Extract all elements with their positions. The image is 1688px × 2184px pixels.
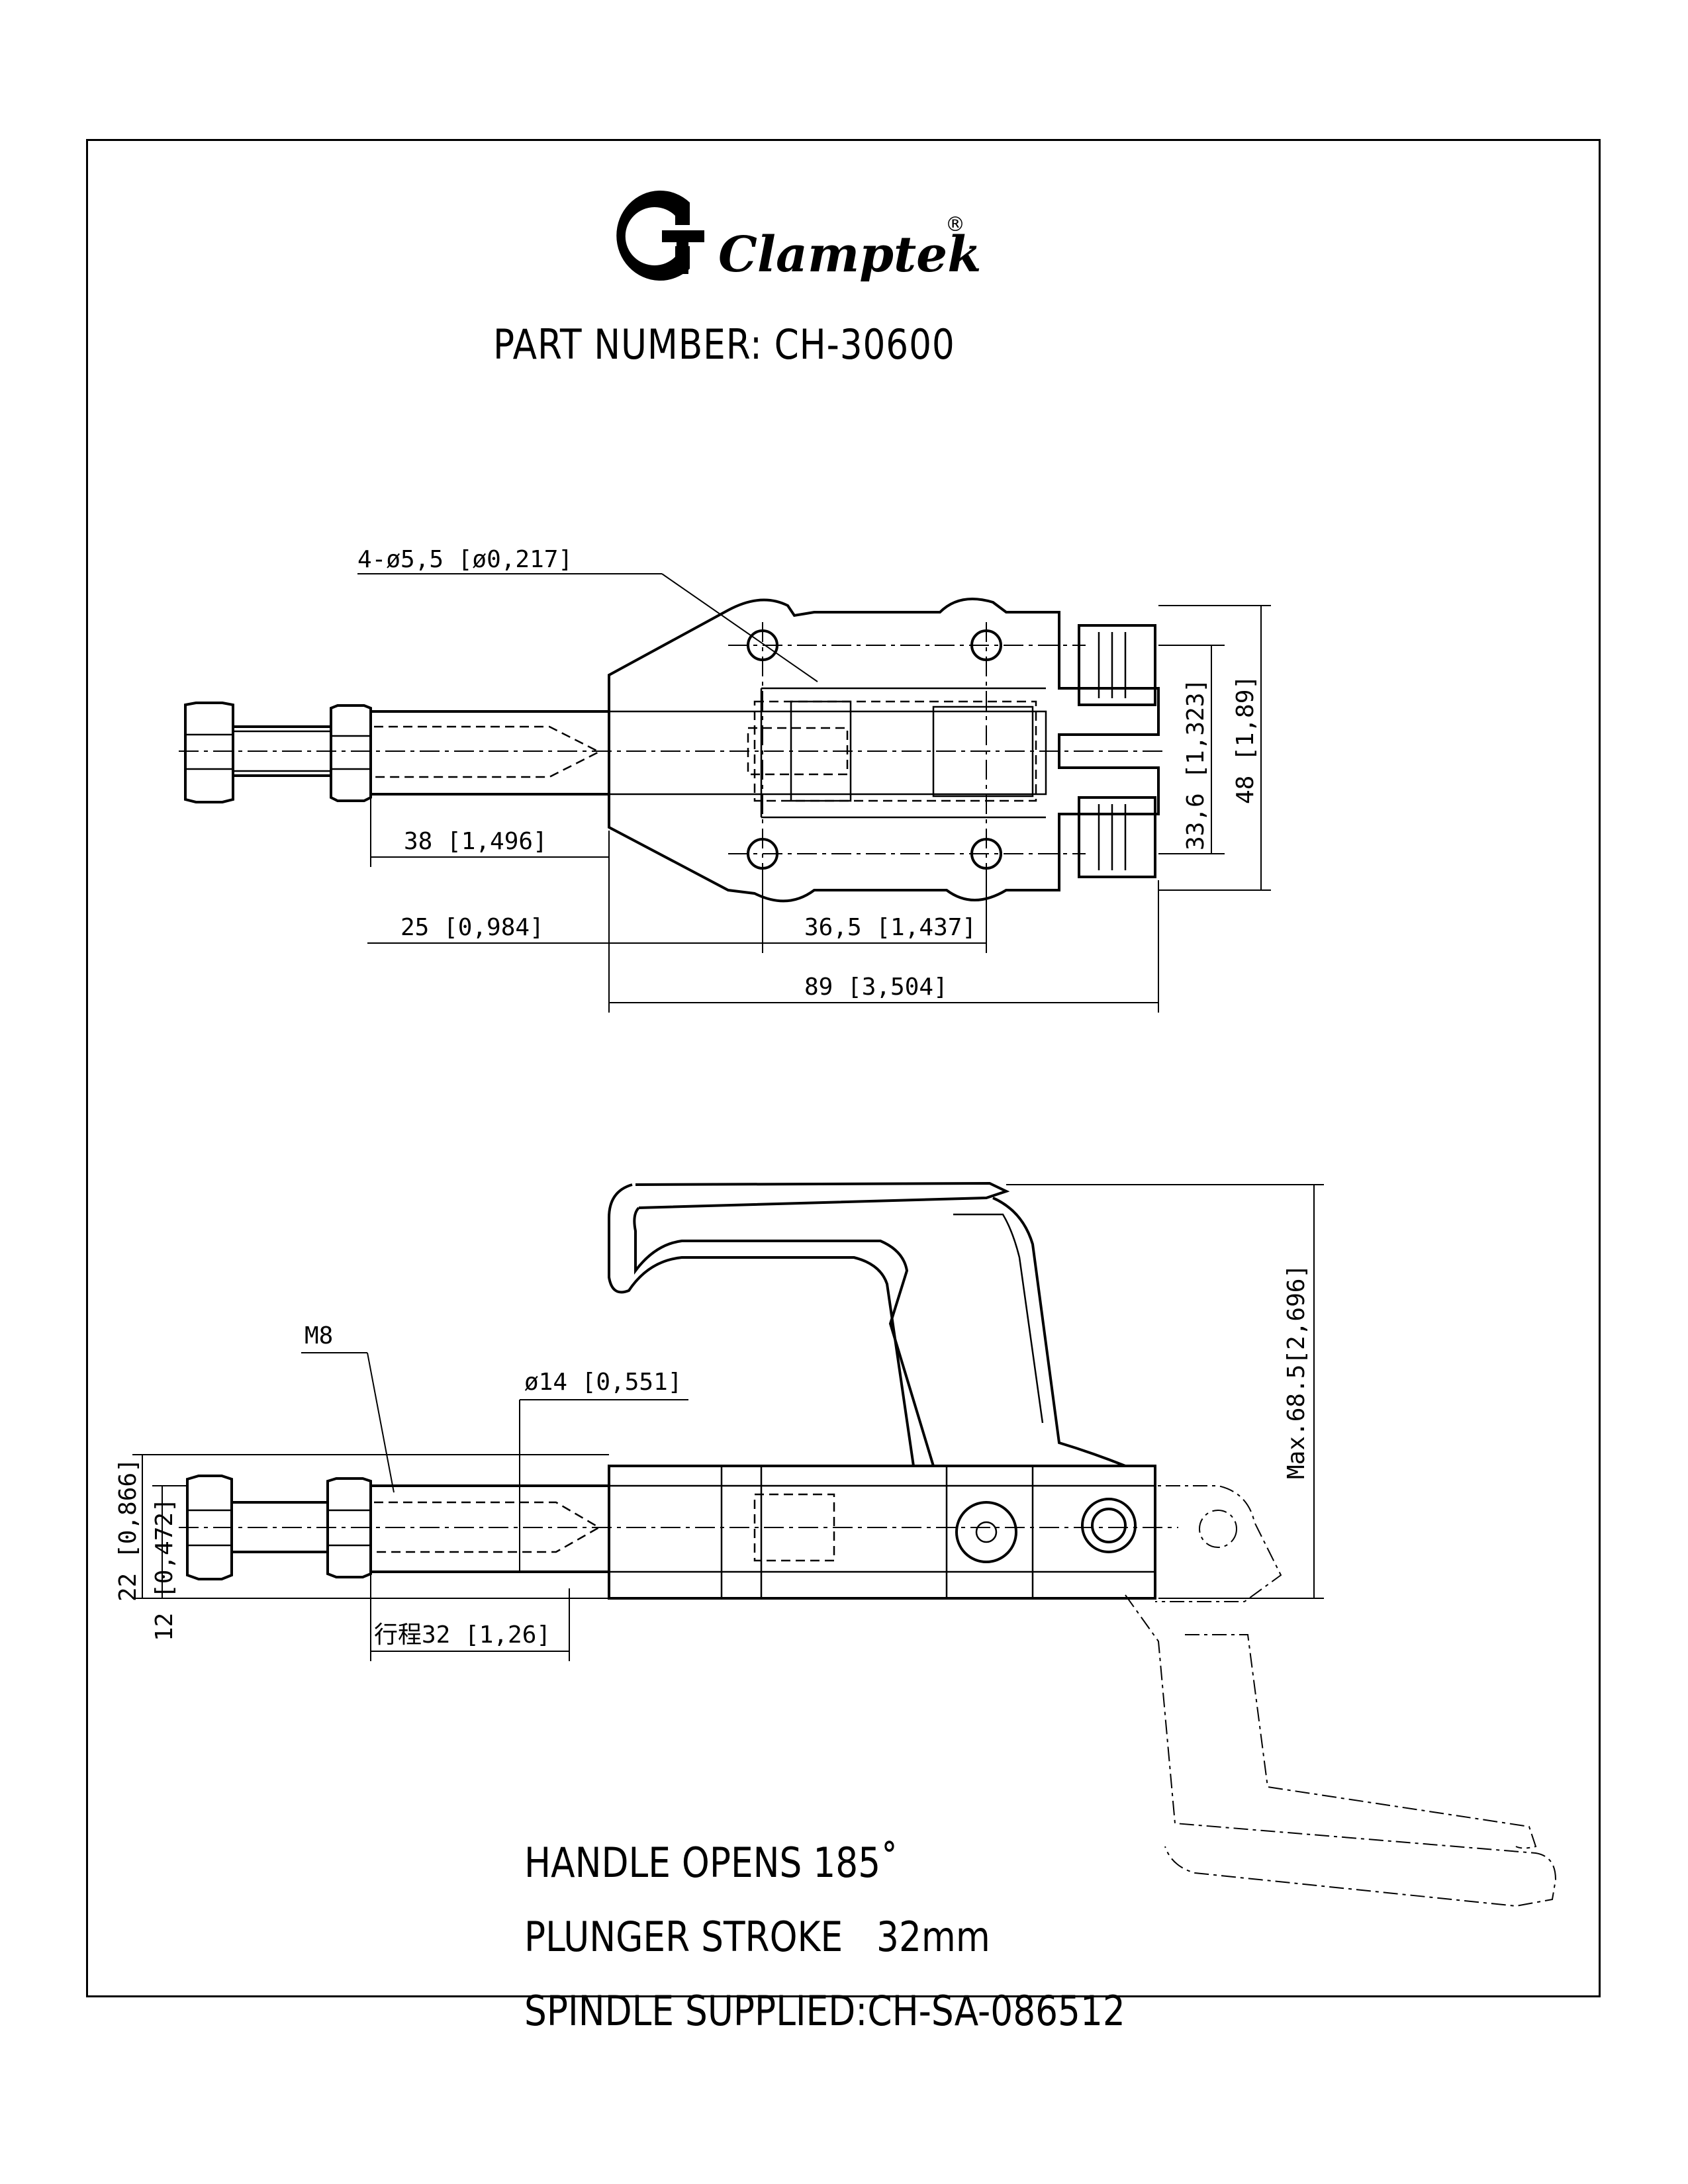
hole-callout: 4-ø5,5 [ø0,217]: [357, 546, 818, 682]
note-plunger-stroke: PLUNGER STROKE 32mm: [524, 1913, 990, 1961]
part-number-title: PART NUMBER: CH-30600: [493, 320, 955, 369]
clamp-body-top: [608, 598, 1160, 903]
drawing-frame: [86, 139, 1601, 1997]
lock-nut: [330, 704, 372, 802]
dim-89: 89 [3,504]: [609, 880, 1159, 1013]
brand-name: Clamptek: [718, 226, 982, 283]
dim-holes-label: 4-ø5,5 [ø0,217]: [357, 546, 573, 573]
dim-36-label: 36,5 [1,437]: [804, 914, 976, 941]
dim-38: 38 [1,496]: [370, 794, 610, 867]
dim-25-label: 25 [0,984]: [400, 914, 544, 941]
dim-89-label: 89 [3,504]: [804, 974, 948, 1001]
dim-48-label: 48 [1,89]: [1232, 675, 1259, 804]
registered-mark: ®: [945, 213, 965, 236]
dim-33-label: 33,6 [1,323]: [1182, 678, 1209, 850]
dim-25-36: 25 [0,984] 36,5 [1,437]: [367, 867, 987, 1013]
note-spindle-supplied: SPINDLE SUPPLIED:CH-SA-086512: [524, 1987, 1125, 2035]
dim-38-label: 38 [1,496]: [404, 828, 547, 855]
note-handle-opens: HANDLE OPENS 185˚: [524, 1839, 898, 1887]
bolt-head: [184, 702, 234, 803]
dim-vertical-top: 33,6 [1,323] 48 [1,89]: [1158, 605, 1271, 891]
